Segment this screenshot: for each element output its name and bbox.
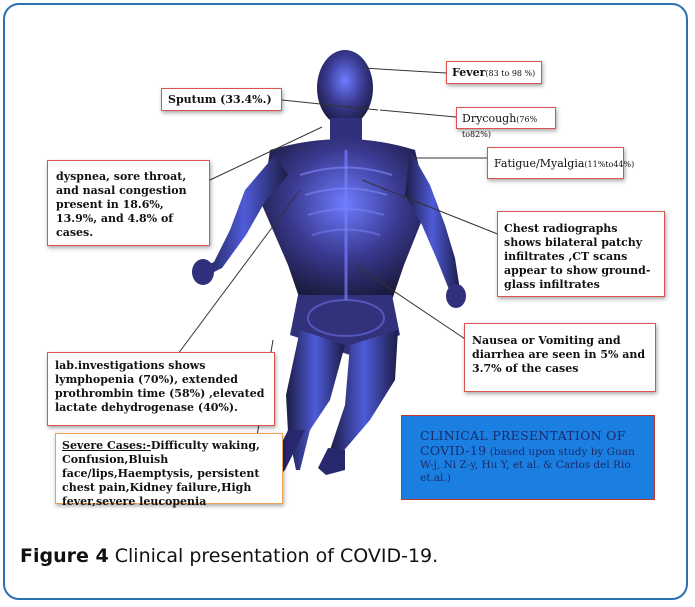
- severe-title: Severe Cases:-: [62, 439, 151, 452]
- sputum-callout: Sputum (33.4%.): [161, 88, 282, 111]
- fever-label: Fever: [452, 66, 485, 79]
- fatigue-percent: (11%to44%): [584, 160, 634, 169]
- caption-label: Figure 4: [20, 545, 109, 567]
- dyspnea-callout: dyspnea, sore throat, and nasal congesti…: [47, 160, 210, 246]
- lab-text: lab.investigations shows lymphopenia (70…: [55, 359, 264, 414]
- fatigue-label: Fatigue/Myalgia: [494, 157, 584, 170]
- nausea-text: Nausea or Vomiting and diarrhea are seen…: [472, 334, 645, 375]
- chest-text: Chest radiographs shows bilateral patchy…: [504, 222, 650, 291]
- chest-callout: Chest radiographs shows bilateral patchy…: [497, 211, 665, 297]
- drycough-callout: Drycough(76% to82%): [456, 107, 556, 129]
- drycough-label: Drycough: [462, 112, 516, 125]
- figure-caption: Figure 4 Clinical presentation of COVID-…: [20, 545, 438, 567]
- clinical-presentation-box: CLINICAL PRESENTATION OF COVID-19 (based…: [401, 415, 655, 500]
- fever-percent: (83 to 98 %): [485, 69, 535, 78]
- nausea-callout: Nausea or Vomiting and diarrhea are seen…: [464, 323, 656, 392]
- severe-cases-callout: Severe Cases:-Difficulty waking, Confusi…: [55, 433, 283, 504]
- dyspnea-text: dyspnea, sore throat, and nasal congesti…: [56, 170, 187, 239]
- lab-callout: lab.investigations shows lymphopenia (70…: [47, 352, 275, 426]
- caption-text: Clinical presentation of COVID-19.: [115, 545, 438, 567]
- fatigue-callout: Fatigue/Myalgia(11%to44%): [487, 147, 624, 179]
- fever-callout: Fever(83 to 98 %): [446, 61, 542, 84]
- sputum-label: Sputum (33.4%.): [168, 93, 272, 106]
